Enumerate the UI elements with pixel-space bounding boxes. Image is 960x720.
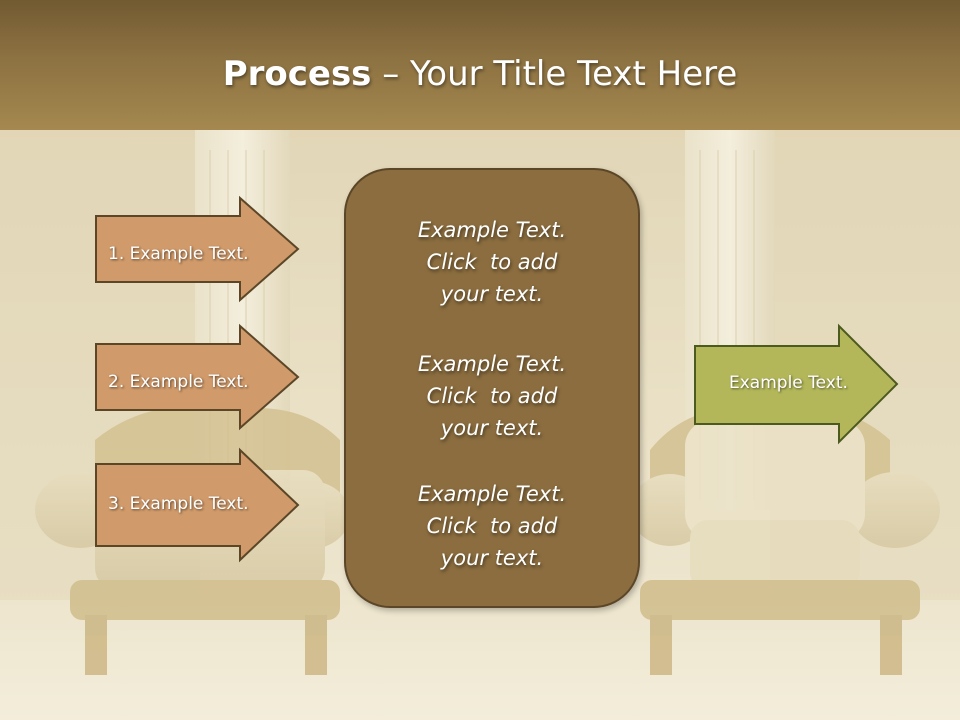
left-arrow-1[interactable]: 1. Example Text. — [95, 195, 302, 303]
arrow-right-icon — [95, 323, 300, 431]
title-band — [0, 0, 960, 130]
center-block-2-line3: your text. — [440, 416, 544, 440]
left-arrow-3[interactable]: 3. Example Text. — [95, 447, 302, 563]
right-arrow-label: Example Text. — [729, 373, 848, 393]
left-arrow-2-label: 2. Example Text. — [108, 372, 249, 392]
center-block-3-line1: Example Text. — [417, 482, 567, 506]
arrow-right-icon — [694, 323, 899, 445]
left-arrow-3-label: 3. Example Text. — [108, 494, 249, 514]
arrow-right-icon — [95, 195, 300, 303]
center-block-1-line3: your text. — [440, 282, 544, 306]
left-arrow-1-label: 1. Example Text. — [108, 244, 249, 264]
slide-title[interactable]: Process – Your Title Text Here — [0, 48, 960, 100]
arrow-right-icon — [95, 447, 300, 563]
title-rest: – Your Title Text Here — [371, 54, 738, 94]
center-block-1: Example Text. Click to add your text. — [346, 214, 638, 310]
center-block-3: Example Text. Click to add your text. — [346, 478, 638, 574]
center-block-2-line1: Example Text. — [417, 352, 567, 376]
center-block-1-line2: Click to add — [426, 250, 558, 274]
center-text-box[interactable]: Example Text. Click to add your text. Ex… — [344, 168, 640, 608]
center-block-2: Example Text. Click to add your text. — [346, 348, 638, 444]
left-arrow-2[interactable]: 2. Example Text. — [95, 323, 302, 431]
center-block-2-line2: Click to add — [426, 384, 558, 408]
center-block-1-line1: Example Text. — [417, 218, 567, 242]
center-block-3-line3: your text. — [440, 546, 544, 570]
title-bold: Process — [222, 54, 372, 94]
right-arrow[interactable]: Example Text. — [694, 323, 901, 445]
center-block-3-line2: Click to add — [426, 514, 558, 538]
